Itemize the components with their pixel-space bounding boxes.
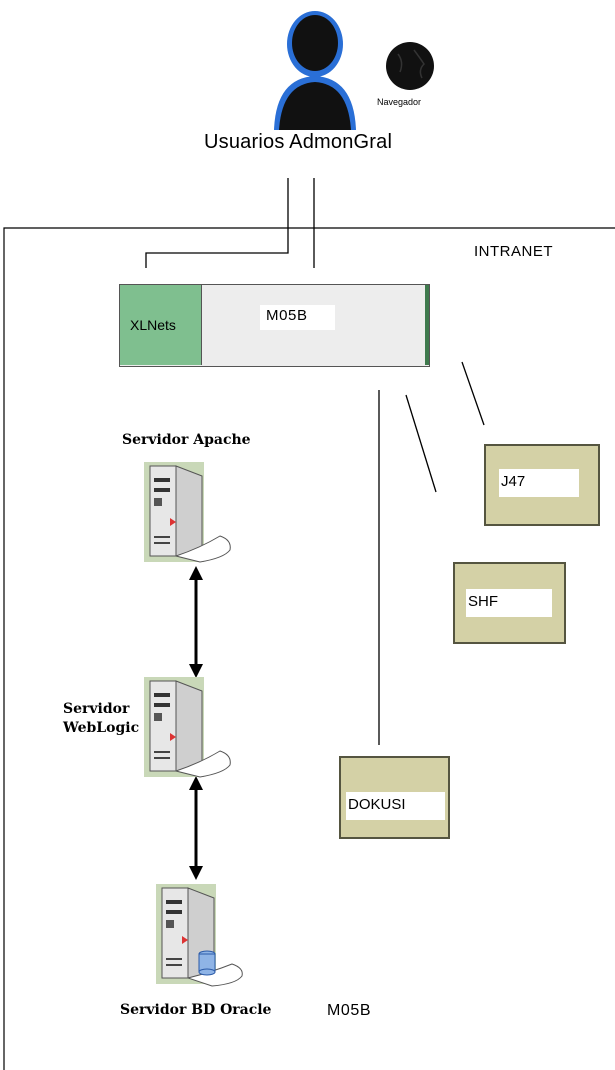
server-label-weblogic-1: Servidor bbox=[63, 701, 130, 717]
intranet-boundary bbox=[3, 227, 615, 1070]
user-icon bbox=[270, 6, 360, 130]
server-label-apache: Servidor Apache bbox=[122, 432, 251, 448]
server-icon-oracle bbox=[152, 880, 248, 990]
navigator-label: Navegador bbox=[377, 97, 422, 107]
users-label: Usuarios AdmonGral bbox=[204, 131, 393, 153]
system-label-shf: SHF bbox=[466, 589, 552, 617]
app-name-box: M05B bbox=[260, 305, 335, 330]
server-icon-apache bbox=[140, 458, 236, 568]
user-connector-left bbox=[145, 178, 289, 268]
app-bar: XLNets M05B bbox=[119, 284, 430, 367]
arrow-weblogic-oracle bbox=[189, 776, 203, 880]
system-box-shf: SHF bbox=[453, 562, 566, 644]
system-box-j47: J47 bbox=[484, 444, 600, 526]
server-label-oracle: Servidor BD Oracle bbox=[120, 1002, 272, 1018]
xlnets-segment: XLNets bbox=[120, 285, 202, 365]
server-label-oracle-app: M05B bbox=[327, 1002, 372, 1019]
system-box-dokusi: DOKUSI bbox=[339, 756, 450, 839]
connector-j47 bbox=[461, 361, 485, 426]
app-bar-right-edge bbox=[425, 285, 429, 365]
server-label-weblogic-2: WebLogic bbox=[63, 720, 140, 736]
system-label-j47: J47 bbox=[499, 469, 579, 497]
server-icon-weblogic bbox=[140, 673, 236, 783]
arrow-apache-weblogic bbox=[189, 566, 203, 678]
intranet-label: INTRANET bbox=[474, 243, 553, 260]
connector-shf bbox=[405, 394, 437, 493]
globe-icon bbox=[384, 40, 436, 92]
system-label-dokusi: DOKUSI bbox=[346, 792, 445, 820]
app-name-label: M05B bbox=[266, 307, 308, 324]
xlnets-label: XLNets bbox=[130, 317, 176, 333]
